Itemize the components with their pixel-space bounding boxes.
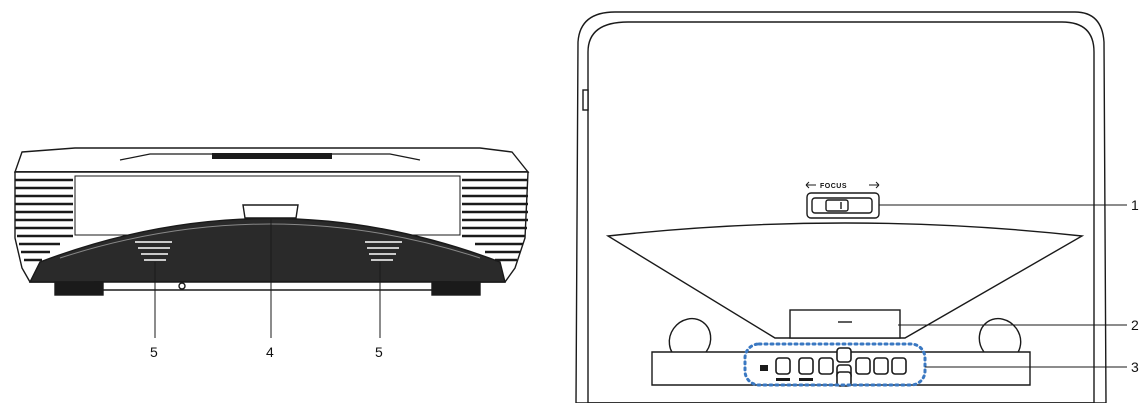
- focus-label-group: FOCUS: [805, 181, 880, 190]
- front-base-screw: [178, 282, 186, 290]
- panel-button-1[interactable]: [775, 357, 791, 375]
- top-lens-hood: [605, 222, 1085, 339]
- panel-button-2[interactable]: [798, 357, 814, 375]
- front-right-vents: [462, 178, 528, 262]
- callout-lens: 2: [1131, 317, 1139, 333]
- top-callout-lines: [879, 204, 1127, 368]
- callout-focus-switch: 1: [1131, 197, 1139, 213]
- front-foot-left: [54, 281, 104, 296]
- front-face: [74, 175, 461, 236]
- power-led: [760, 365, 768, 371]
- panel-led-2: [799, 378, 813, 381]
- front-speaker-right: [365, 241, 402, 261]
- front-ir-window: [242, 204, 299, 219]
- front-foot-right: [431, 281, 481, 296]
- front-top-plate: [14, 147, 530, 173]
- callout-control-panel: 3: [1131, 359, 1139, 375]
- panel-button-6[interactable]: [891, 357, 907, 375]
- top-view: [575, 11, 1107, 403]
- control-panel-highlight: [743, 342, 927, 387]
- front-base: [93, 281, 452, 291]
- top-inner-shell: [587, 21, 1095, 403]
- panel-button-5[interactable]: [873, 357, 889, 375]
- callout-ir-receiver: 4: [266, 344, 274, 360]
- front-top-buttons: [212, 153, 332, 159]
- top-side-button: [582, 89, 589, 111]
- focus-arrow-left-icon: [805, 181, 816, 189]
- focus-switch-knob[interactable]: [825, 199, 849, 212]
- front-grille-highlight: [59, 223, 481, 259]
- panel-button-up[interactable]: [836, 347, 852, 363]
- panel-button-4[interactable]: [855, 357, 871, 375]
- front-left-vents: [15, 178, 73, 262]
- focus-arrow-right-icon: [869, 181, 880, 189]
- top-lens-cavity: [789, 309, 901, 339]
- panel-button-3[interactable]: [818, 357, 834, 375]
- panel-led-1: [776, 378, 790, 381]
- front-speaker-left: [135, 241, 172, 261]
- focus-label: FOCUS: [820, 183, 847, 190]
- front-callout-lines: [154, 218, 381, 338]
- callout-left-speaker: 5: [150, 344, 158, 360]
- callout-right-speaker: 5: [375, 344, 383, 360]
